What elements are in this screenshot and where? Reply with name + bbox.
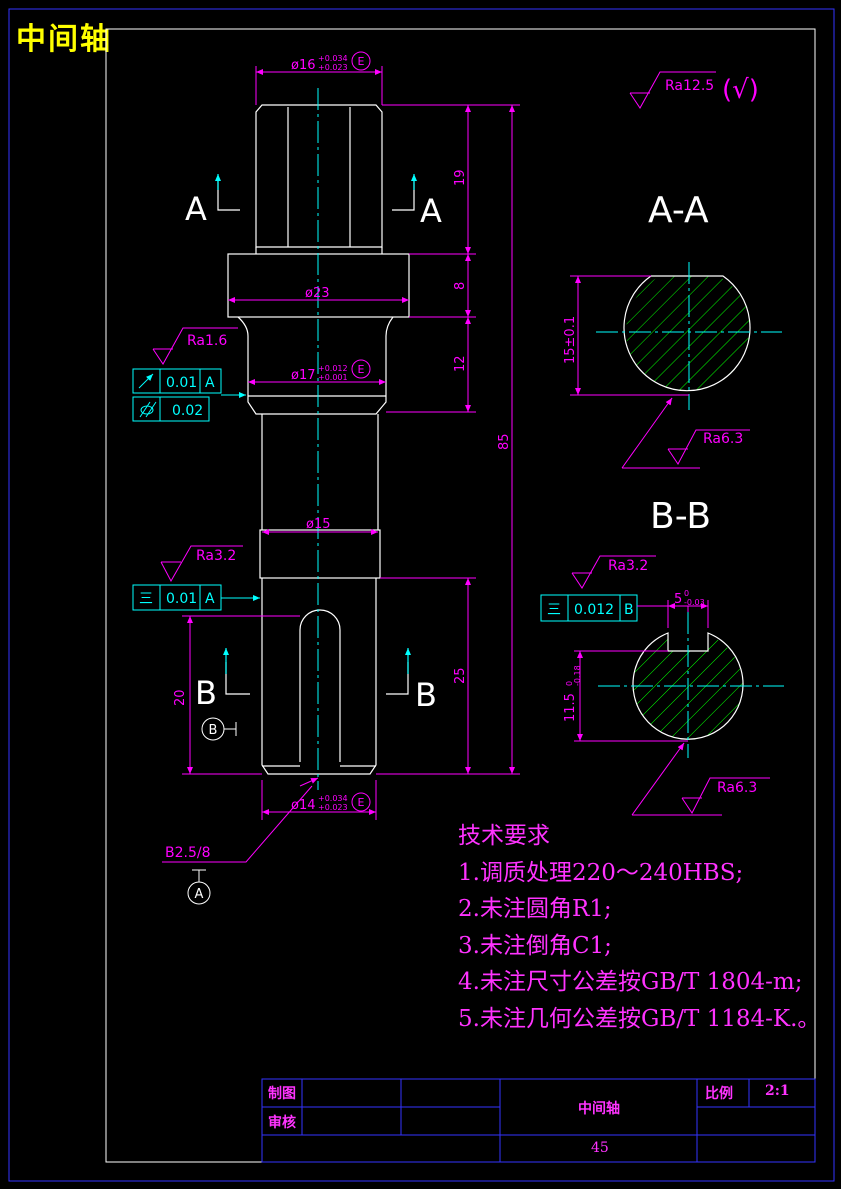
roughness-ra63-aa: Ra6.3 — [703, 431, 743, 447]
title-block-drawn-label: 制图 — [268, 1086, 296, 1102]
envelope-e-2: E — [358, 363, 365, 376]
dim-d23: ø23 — [305, 286, 330, 301]
key-width-lower: -0.03 — [684, 598, 705, 607]
requirement-item-1: 1.调质处理220～240HBS; — [458, 859, 744, 886]
roughness-general-note: (√) — [722, 75, 759, 105]
requirement-item-4: 4.未注尺寸公差按GB/T 1804-m; — [458, 969, 803, 995]
key-symmetry-value: 0.012 — [574, 602, 614, 618]
section-bb-title: B-B — [650, 496, 711, 537]
roughness-general: Ra12.5 — [665, 78, 714, 94]
section-a-left: A — [185, 190, 207, 228]
title-block-scale-value: 2:1 — [765, 1083, 790, 1099]
requirement-item-2: 2.未注圆角R1; — [458, 896, 612, 922]
key-width-upper: 0 — [684, 589, 689, 598]
dim-d14-lower: +0.023 — [318, 803, 348, 812]
dim-len-25: 25 — [453, 667, 468, 684]
technical-requirements: 技术要求 1.调质处理220～240HBS; 2.未注圆角R1; 3.未注倒角C… — [458, 818, 820, 1037]
dim-len-12: 12 — [453, 355, 468, 372]
key-symmetry-symbol: 三 — [547, 602, 561, 618]
envelope-e-1: E — [358, 55, 365, 68]
symmetry-value: 0.01 — [166, 591, 197, 607]
dim-d16-lower: +0.023 — [318, 63, 348, 72]
roughness-ra63-bb: Ra6.3 — [717, 780, 757, 796]
bb-depth-upper: 0 — [565, 681, 574, 686]
bb-depth-dim: 11.5 — [563, 693, 578, 722]
center-hole-label: B2.5/8 — [165, 845, 211, 861]
datum-b-symbol: B — [209, 723, 218, 738]
key-width-dim: 5 — [674, 592, 682, 607]
section-a-right: A — [420, 192, 442, 230]
cylindricity-value: 0.02 — [172, 403, 203, 419]
envelope-e-3: E — [358, 796, 365, 809]
shaft-main-view — [227, 104, 410, 775]
dim-d17-upper: +0.012 — [318, 364, 348, 373]
title-block-part-name: 中间轴 — [578, 1101, 620, 1117]
outer-border — [8, 8, 835, 1182]
dim-d15: ø15 — [306, 517, 331, 532]
roughness-ra32-bb: Ra3.2 — [608, 558, 648, 574]
title-block-material: 45 — [591, 1140, 609, 1156]
dim-len-19: 19 — [453, 169, 468, 186]
requirement-item-3: 3.未注倒角C1; — [458, 932, 612, 959]
requirements-heading: 技术要求 — [458, 823, 550, 849]
runout-value: 0.01 — [166, 375, 197, 391]
runout-datum: A — [205, 375, 215, 391]
section-aa-view: 15±0.1 — [563, 262, 782, 410]
section-aa-title: A-A — [648, 190, 709, 231]
dim-d14-upper: +0.034 — [318, 794, 348, 803]
dim-len-20: 20 — [173, 689, 188, 706]
dim-d17: ø17 — [291, 368, 316, 383]
aa-height-dim: 15±0.1 — [563, 316, 578, 364]
dim-d17-lower: +0.001 — [318, 373, 348, 382]
dim-len-8: 8 — [453, 282, 468, 290]
roughness-ra16: Ra1.6 — [187, 333, 227, 349]
requirement-item-5: 5.未注几何公差按GB/T 1184-K.。 — [458, 1005, 821, 1032]
symmetry-symbol: 三 — [139, 591, 153, 607]
dim-d16-upper: +0.034 — [318, 54, 348, 63]
bb-depth-lower: -0.18 — [573, 665, 582, 686]
title-block-checked-label: 审核 — [268, 1115, 296, 1131]
corner-title: 中间轴 — [16, 22, 112, 57]
title-block-scale-label: 比例 — [705, 1086, 733, 1102]
roughness-ra32-left: Ra3.2 — [196, 548, 236, 564]
dimension-lines — [162, 66, 520, 863]
datum-a-symbol: A — [195, 887, 204, 902]
section-b-left: B — [195, 674, 217, 712]
section-bb-view: 11.5 0 -0.18 5 0 -0.03 — [563, 589, 784, 758]
title-block — [261, 1078, 816, 1163]
symmetry-datum: A — [205, 591, 215, 607]
section-b-right: B — [415, 676, 437, 714]
dim-d16: ø16 — [291, 58, 316, 73]
key-symmetry-datum: B — [624, 602, 634, 618]
dim-d14: ø14 — [291, 798, 316, 813]
dim-len-85: 85 — [497, 433, 512, 450]
